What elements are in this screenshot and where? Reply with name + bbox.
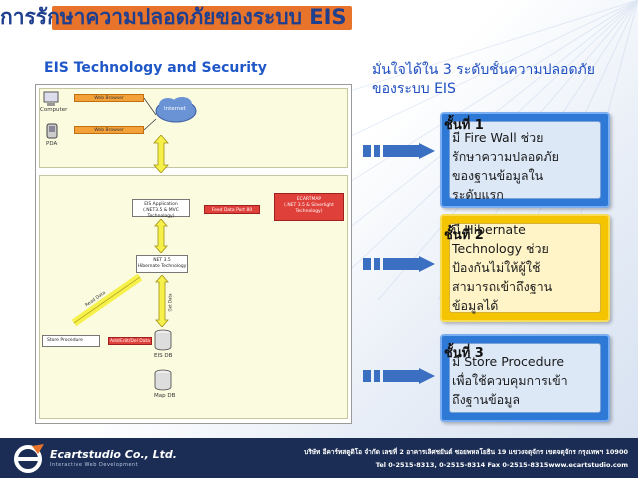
security-level-2-text: มี Hibernate Technology ช่วย ป้องกันไม่ใ… [452, 220, 597, 315]
company-name: Ecartstudio Co., Ltd. [50, 448, 177, 461]
security-level-3-text: มี Store Procedure เพื่อใช้ควบคุมการเข้า… [452, 352, 597, 409]
security-level-1-text: มี Fire Wall ช่วย รักษาความปลอดภัย ของฐา… [452, 128, 597, 204]
internet-label: Internet [164, 106, 186, 112]
eis-db-label: EIS DB [154, 353, 173, 359]
security-level-2-line: Technology ช่วย [452, 241, 549, 256]
arrow-app-hibernate [154, 219, 168, 253]
internet-cloud-icon [155, 97, 197, 123]
eis-application-box: EIS Application (.NET3.5 & MVC Technolog… [132, 199, 190, 219]
security-level-2-line: ป้องกันไม่ให้ผู้ใช้ [452, 260, 541, 275]
store-procedure-box: Store Procedure [42, 335, 100, 347]
security-intro-line2: ของระบบ EIS [372, 81, 456, 97]
security-level-2: ชั้นที่ 2 มี Hibernate Technology ช่วย ป… [440, 214, 610, 322]
title-highlight [52, 6, 352, 30]
computer-label: Computer [40, 107, 68, 113]
arrow-level-3-icon [363, 368, 435, 384]
eis-application-label: EIS Application [144, 202, 178, 207]
ecartmap-tech: (.NET 3.5 & Silverlight Technology) [284, 203, 334, 214]
diagram-heading: EIS Technology and Security [44, 60, 267, 76]
security-level-1: ชั้นที่ 1 มี Fire Wall ช่วย รักษาความปลอ… [440, 112, 610, 208]
arrow-level-1-icon [363, 143, 435, 159]
get-data-arrow [155, 275, 169, 327]
security-level-1-line: ระดับแรก [452, 187, 504, 202]
ecartmap-label: ECARTMAP [296, 197, 322, 202]
feed-data-arrow: Feed Data Port 80 [204, 205, 260, 214]
arrow-internet-server [153, 135, 169, 173]
hibernate-tech: Hibernate Technology [137, 264, 187, 269]
security-level-2-panel [449, 223, 601, 313]
get-data-label: Get Data [167, 293, 173, 312]
security-level-2-line: สามารถเข้าถึงฐาน [452, 279, 553, 294]
security-level-2-label: ชั้นที่ 2 [444, 228, 484, 243]
add-edit-del-arrow: Add/Edit/Del Data [108, 337, 152, 345]
company-phone: Tel 0-2515-8313, 0-2515-8314 Fax 0-2515-… [375, 461, 628, 469]
ecartstudio-logo-icon [14, 444, 44, 473]
security-level-1-panel [449, 121, 601, 199]
connection-lines [144, 97, 157, 131]
map-db-label: Map DB [154, 393, 176, 399]
company-address: บริษัท อีคาร์ทสตูดิโอ จำกัด เลขที่ 2 อาค… [304, 448, 628, 456]
computer-icon [43, 91, 59, 106]
security-level-3-panel [449, 343, 601, 413]
web-browser-bar: Web Browser [74, 94, 144, 102]
security-level-1-line: ของฐานข้อมูลใน [452, 168, 544, 183]
company-tagline: Interactive Web Development [50, 462, 139, 468]
security-level-3-line: เพื่อใช้ควบคุมการเข้า [452, 373, 568, 388]
hibernate-label: NET 3.5 [153, 258, 171, 263]
eis-application-tech: (.NET3.5 & MVC Technology) [143, 208, 179, 219]
security-intro: มั่นใจได้ใน 3 ระดับชั้นความปลอดภัย ของระ… [372, 61, 638, 99]
map-db-icon [154, 369, 172, 391]
pda-icon [46, 123, 58, 139]
security-level-2-line: มี Hibernate [452, 222, 526, 237]
eis-db-icon [154, 329, 172, 351]
pda-label: PDA [46, 141, 58, 147]
footer-bar [0, 438, 638, 478]
architecture-diagram: Computer PDA Web Browser Web Browser Int… [35, 84, 352, 424]
security-level-2-line: ข้อมูลได้ [452, 298, 499, 313]
hibernate-box: NET 3.5 Hibernate Technology [136, 255, 188, 273]
read-data-arrow [71, 273, 143, 327]
security-level-3: ชั้นที่ 3 มี Store Procedure เพื่อใช้ควบ… [440, 334, 610, 422]
arrow-level-2-icon [363, 256, 435, 272]
security-level-3-label: ชั้นที่ 3 [444, 346, 484, 361]
security-level-1-line: รักษาความปลอดภัย [452, 149, 559, 164]
security-level-3-line: ถึงฐานข้อมูล [452, 392, 521, 407]
security-level-1-line: มี Fire Wall ช่วย [452, 130, 544, 145]
security-intro-line1: มั่นใจได้ใน 3 ระดับชั้นความปลอดภัย [372, 62, 595, 78]
ecartmap-box: ECARTMAP (.NET 3.5 & Silverlight Technol… [274, 193, 344, 221]
pda-browser-bar: Web Browser [74, 126, 144, 134]
security-level-1-label: ชั้นที่ 1 [444, 118, 484, 133]
security-level-3-line: มี Store Procedure [452, 354, 565, 369]
slide-title: การรักษาความปลอดภัยของระบบ EIS [0, 5, 347, 29]
